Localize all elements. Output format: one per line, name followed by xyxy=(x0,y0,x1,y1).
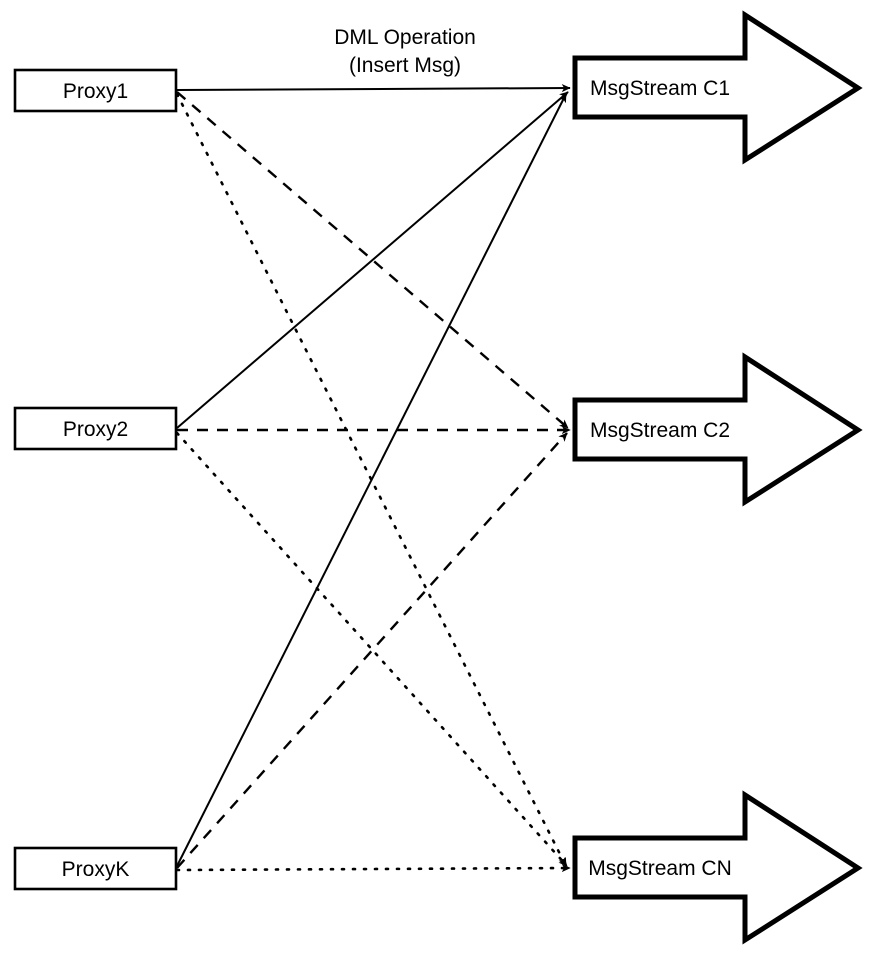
proxy-label-proxyk: ProxyK xyxy=(61,857,130,881)
msgstream-label-c2: MsgStream C2 xyxy=(589,419,731,442)
msgstream-shape-c2[interactable] xyxy=(572,352,863,507)
proxy-box-proxy2[interactable] xyxy=(13,406,178,451)
diagram-title: DML Operation (Insert Msg) xyxy=(245,24,565,79)
msgstream-shape-c1[interactable] xyxy=(572,10,863,165)
connection-proxy2-to-c1 xyxy=(176,91,569,429)
proxy-shape-layer xyxy=(13,68,178,891)
msgstream-label-cn: MsgStream CN xyxy=(588,857,732,880)
connection-proxyk-to-c2 xyxy=(176,432,568,869)
diagram-title-line-1: DML Operation xyxy=(334,26,476,49)
connection-proxyk-to-c1 xyxy=(176,93,567,867)
connection-proxy2-to-cn xyxy=(175,431,569,868)
msgstream-shape-cn[interactable] xyxy=(572,790,863,945)
stream-shape-layer xyxy=(572,10,863,945)
connection-proxyk-to-cn xyxy=(175,863,572,873)
proxy-box-proxyk[interactable] xyxy=(13,846,178,891)
proxy-label-proxy1: Proxy1 xyxy=(62,79,129,103)
connection-proxy1-to-c2 xyxy=(176,91,569,429)
proxy-label-proxy2: Proxy2 xyxy=(62,417,129,441)
proxy-box-proxy1[interactable] xyxy=(13,68,178,113)
connection-proxy1-to-c1 xyxy=(176,83,571,93)
diagram-title-line-2: (Insert Msg) xyxy=(348,53,461,77)
msgstream-label-c1: MsgStream C1 xyxy=(589,77,731,100)
connection-layer xyxy=(175,83,572,873)
